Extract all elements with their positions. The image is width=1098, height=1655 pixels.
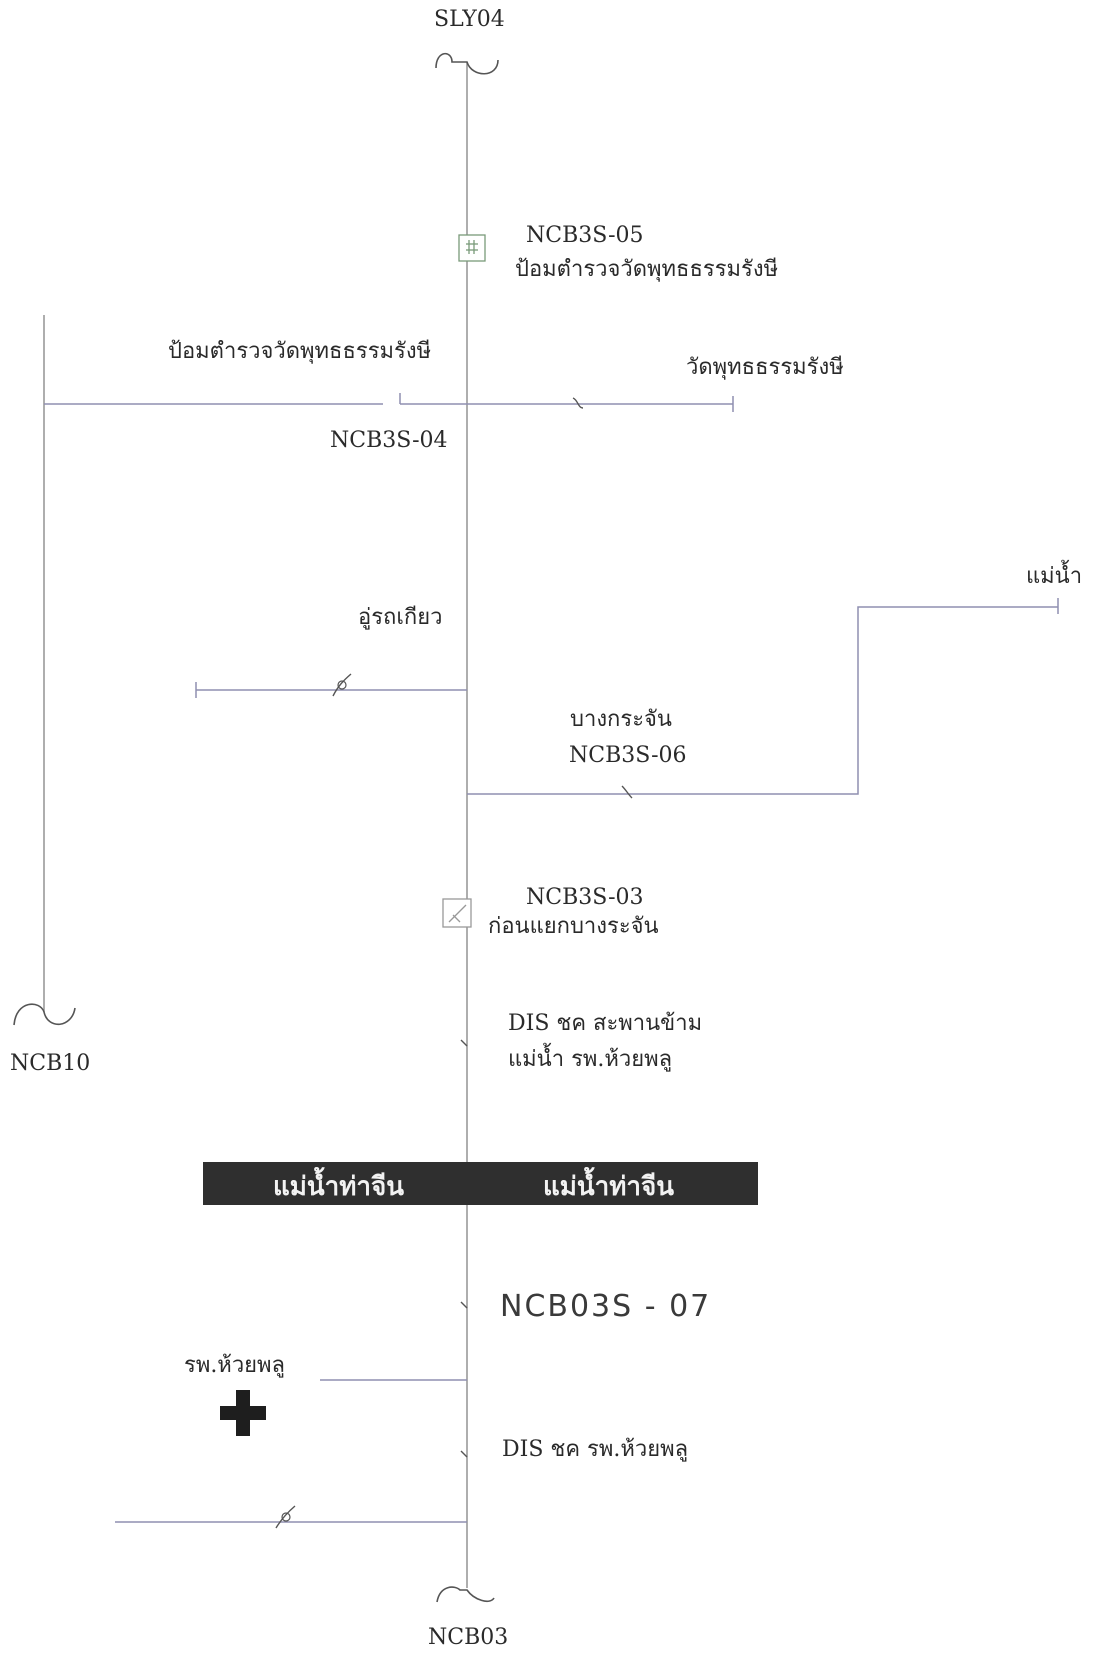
label-wat-name: วัดพุทธธรรมรังษี	[686, 355, 844, 380]
dis-switch-ncb03s07	[460, 1301, 468, 1309]
label-ncb3s05-name: ป้อมตำรวจวัดพุทธธรรมรังษี	[515, 257, 779, 282]
label-mae-nam: แม่น้ำ	[1026, 564, 1083, 589]
recloser-ncb3s05	[458, 234, 486, 262]
label-ncb10: NCB10	[10, 1051, 91, 1076]
label-ncb3s03-name: ก่อนแยกบางระจัน	[488, 914, 659, 939]
switch-ncb3s06	[621, 785, 633, 799]
recloser-ncb3s03	[442, 898, 472, 928]
switch-bottom-branch	[275, 1505, 296, 1529]
label-ncb3s04-code: NCB3S-04	[330, 428, 448, 453]
switch-wat-branch	[572, 397, 584, 409]
source-symbol-sly04	[435, 52, 499, 75]
source-symbol-ncb10	[13, 1003, 76, 1026]
hospital-cross-icon	[220, 1390, 266, 1436]
label-left-branch-name: ป้อมตำรวจวัดพุทธธรรมรังษี	[168, 339, 432, 364]
label-dis-hospital: DIS ชค รพ.ห้วยพลู	[502, 1437, 689, 1462]
label-dis-bridge-line1: DIS ชค สะพานข้าม	[508, 1011, 703, 1036]
label-ncb3s05-code: NCB3S-05	[526, 223, 644, 248]
source-symbol-ncb03	[436, 1586, 495, 1603]
label-u-rot-kiao: อู่รถเกียว	[358, 605, 443, 630]
dis-switch-hospital	[460, 1450, 468, 1458]
river-crossing-bar: แม่น้ำท่าจีน แม่น้ำท่าจีน	[203, 1162, 758, 1205]
label-ncb3s06-code: NCB3S-06	[569, 743, 687, 768]
label-hospital: รพ.ห้วยพลู	[184, 1353, 286, 1378]
label-ncb3s03-code: NCB3S-03	[526, 885, 644, 910]
label-ncb03: NCB03	[428, 1625, 509, 1650]
river-label-left: แม่น้ำท่าจีน	[273, 1172, 405, 1202]
switch-u-rot-kiao	[332, 673, 352, 697]
river-label-right: แม่น้ำท่าจีน	[543, 1172, 675, 1202]
label-dis-bridge-line2: แม่น้ำ รพ.ห้วยพลู	[508, 1047, 673, 1072]
label-bang-krachan: บางกระจัน	[570, 707, 672, 732]
branch-mae-nam-line	[467, 606, 1058, 795]
label-ncb03s07-handwritten: NCB03S - 07	[500, 1289, 712, 1324]
dis-switch-bridge	[460, 1039, 468, 1047]
label-sly04: SLY04	[434, 7, 505, 32]
